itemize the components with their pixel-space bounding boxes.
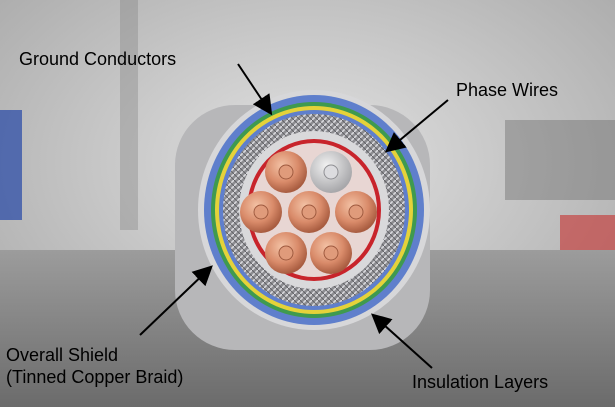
conductor-group [240,151,377,274]
label-overall-shield-line1: Overall Shield [6,345,119,365]
label-phase-wires: Phase Wires [456,80,559,100]
label-overall-shield-line2: (Tinned Copper Braid) [6,367,184,387]
label-ground-conductors: Ground Conductors [19,49,177,69]
label-overall-shield: Overall Shield (Tinned Copper Braid) [6,344,183,388]
label-insulation-layers: Insulation Layers [412,372,549,392]
